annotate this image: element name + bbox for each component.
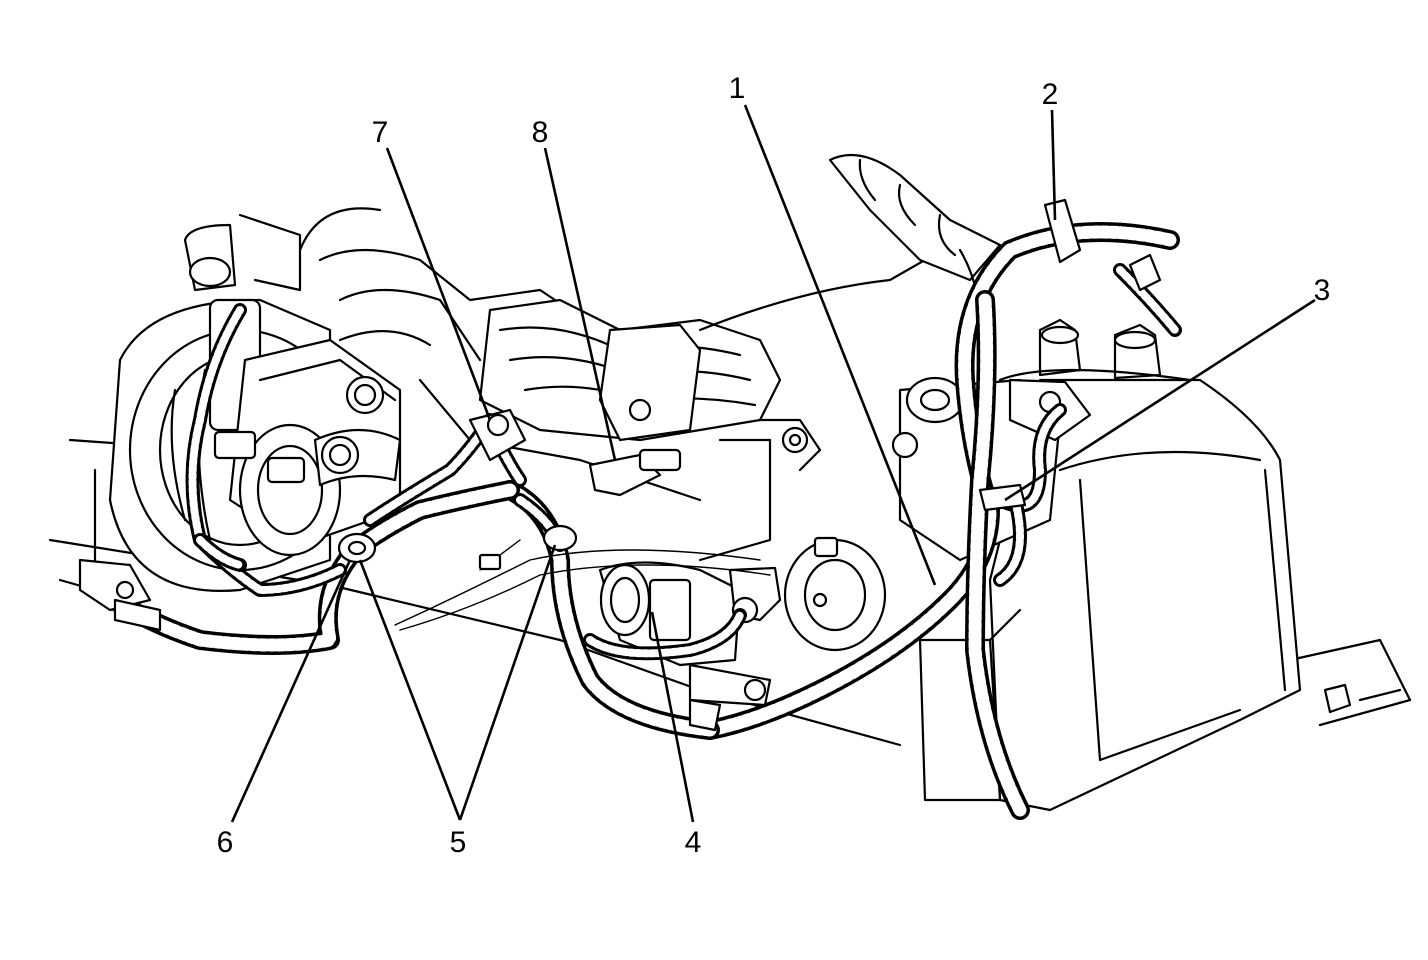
compressor: [213, 338, 402, 557]
starter-motor: [598, 561, 782, 707]
callout-7: 7: [372, 116, 389, 149]
crank-pulley: [783, 536, 887, 652]
callout-6: 6: [217, 826, 234, 859]
engine-block: [298, 207, 962, 562]
callout-4: 4: [685, 826, 702, 859]
callout-5: 5: [450, 826, 467, 859]
leader-8: [543, 147, 617, 461]
callout-2: 2: [1042, 78, 1059, 111]
leader-5b: [458, 544, 557, 821]
leader-1: [743, 104, 937, 586]
leader-4: [650, 611, 695, 823]
leader-lines: [230, 104, 1316, 823]
callout-1: 1: [729, 72, 746, 105]
leader-3: [1004, 298, 1316, 502]
callout-3: 3: [1314, 274, 1331, 307]
harness-clips: [78, 198, 1352, 732]
callout-8: 8: [532, 116, 549, 149]
leader-6: [230, 559, 352, 823]
callout-labels: 1 2 3 4 5 6 7 8: [217, 72, 1331, 859]
wire-leads: [394, 539, 771, 631]
leader-2: [1050, 109, 1057, 221]
leader-7: [385, 147, 492, 421]
leader-5a: [358, 559, 462, 821]
